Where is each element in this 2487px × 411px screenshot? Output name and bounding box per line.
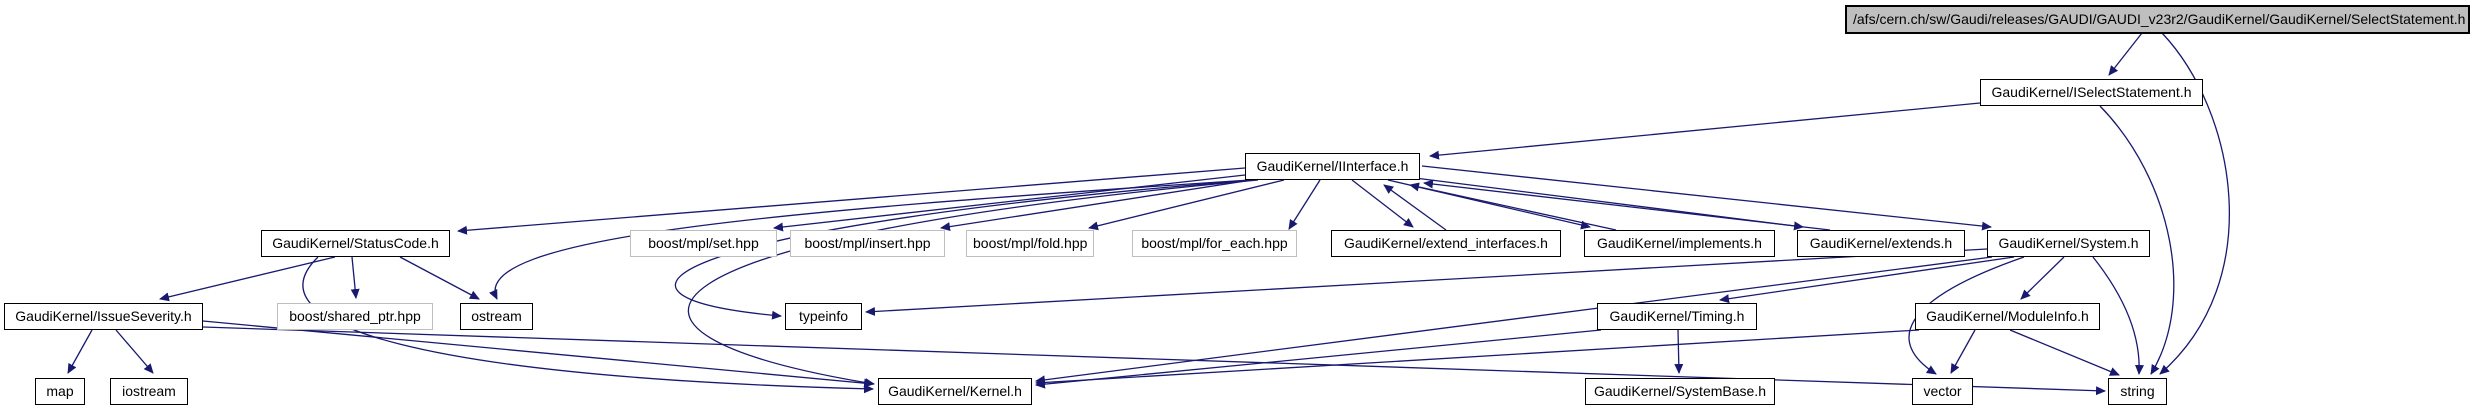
- node-ostream: ostream: [460, 303, 533, 330]
- node-issueseverity[interactable]: GaudiKernel/IssueSeverity.h: [4, 303, 203, 330]
- edge-statuscode-shared-ptr: [350, 256, 360, 299]
- node-extend-interfaces[interactable]: GaudiKernel/extend_interfaces.h: [1331, 230, 1561, 257]
- edge-timing-kernel: [1035, 329, 1602, 389]
- node-system[interactable]: GaudiKernel/System.h: [1987, 230, 2150, 257]
- node-boost-mpl-fold: boost/mpl/fold.hpp: [966, 230, 1094, 257]
- node-iinterface[interactable]: GaudiKernel/IInterface.h: [1245, 153, 1420, 180]
- edge-iinterface-typeinfo: [674, 179, 1255, 320]
- edge-implements-iinterface: [1409, 182, 1617, 231]
- node-moduleinfo[interactable]: GaudiKernel/ModuleInfo.h: [1915, 303, 2100, 330]
- edge-issueseverity-map: [67, 329, 93, 374]
- node-timing[interactable]: GaudiKernel/Timing.h: [1597, 303, 1757, 330]
- node-map: map: [35, 378, 85, 405]
- edge-issueseverity-string: [202, 326, 2106, 396]
- edge-moduleinfo-string: [2009, 329, 2120, 376]
- edge-iinterface-kernel: [687, 179, 1259, 387]
- edge-iinterface-mpl-insert: [940, 179, 1253, 232]
- node-systembase[interactable]: GaudiKernel/SystemBase.h: [1585, 378, 1775, 405]
- node-typeinfo: typeinfo: [785, 303, 862, 330]
- node-boost-shared-ptr: boost/shared_ptr.hpp: [277, 303, 433, 330]
- node-boost-mpl-insert: boost/mpl/insert.hpp: [790, 230, 945, 257]
- edge-iinterface-extend-interfaces: [1351, 179, 1414, 228]
- edge-issueseverity-kernel: [202, 320, 874, 388]
- node-string: string: [2108, 378, 2167, 405]
- edge-system-timing: [1719, 256, 2015, 304]
- node-extends[interactable]: GaudiKernel/extends.h: [1797, 230, 1965, 257]
- node-kernel[interactable]: GaudiKernel/Kernel.h: [878, 378, 1032, 405]
- node-implements[interactable]: GaudiKernel/implements.h: [1584, 230, 1775, 257]
- edge-iselectstatement-string: [2099, 105, 2175, 375]
- edge-iselectstatement-iinterface: [1429, 102, 1981, 160]
- edge-main-string: [2159, 32, 2230, 375]
- edge-main-iselectstatement: [2108, 32, 2143, 76]
- node-iostream: iostream: [110, 378, 188, 405]
- edge-statuscode-kernel: [302, 256, 874, 394]
- edge-moduleinfo-vector: [1950, 329, 1976, 374]
- edge-system-typeinfo: [865, 248, 1988, 316]
- edge-iinterface-system: [1421, 165, 1992, 231]
- edge-timing-systembase: [1674, 329, 1684, 374]
- node-boost-mpl-for-each: boost/mpl/for_each.hpp: [1132, 230, 1297, 257]
- node-boost-mpl-set: boost/mpl/set.hpp: [630, 230, 777, 257]
- edge-extends-iinterface: [1423, 179, 1831, 231]
- edge-system-string: [2092, 256, 2144, 375]
- edge-iinterface-mpl-fold: [1088, 179, 1285, 231]
- edge-extend-interfaces-iinterface: [1383, 184, 1447, 231]
- node-vector: vector: [1912, 378, 1973, 405]
- edge-moduleinfo-kernel: [1035, 329, 1920, 387]
- edge-iinterface-mpl-for-each: [1288, 179, 1321, 230]
- node-selectstatement-main: /afs/cern.ch/sw/Gaudi/releases/GAUDI/GAU…: [1845, 5, 2470, 34]
- edge-iinterface-statuscode: [457, 167, 1246, 235]
- edge-system-kernel: [1035, 256, 1993, 385]
- edge-iinterface-mpl-set: [773, 174, 1246, 232]
- edge-system-vector: [1908, 256, 2025, 375]
- edge-statuscode-ostream: [399, 256, 480, 300]
- edge-statuscode-issueseverity: [159, 256, 336, 302]
- edge-issueseverity-iostream: [115, 329, 154, 374]
- node-iselectstatement[interactable]: GaudiKernel/ISelectStatement.h: [1980, 79, 2203, 106]
- edge-iinterface-ostream: [489, 179, 1251, 300]
- edge-system-moduleinfo: [2020, 256, 2065, 300]
- node-statuscode[interactable]: GaudiKernel/StatusCode.h: [261, 230, 450, 257]
